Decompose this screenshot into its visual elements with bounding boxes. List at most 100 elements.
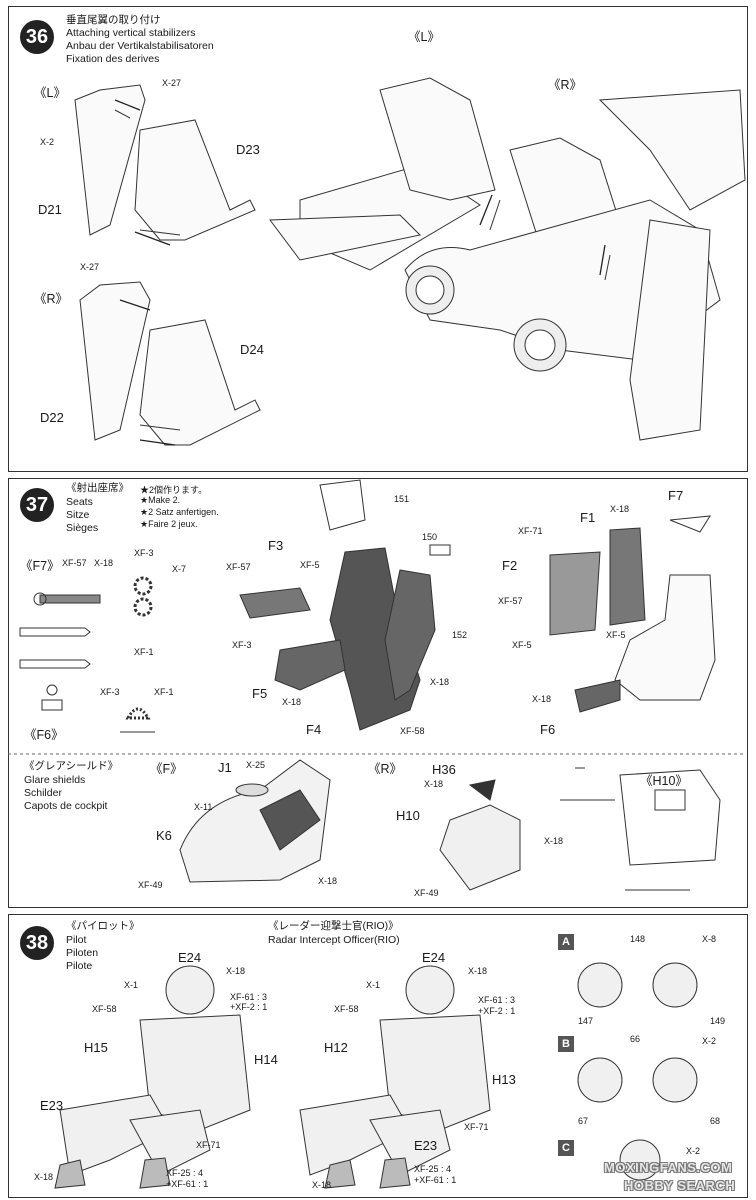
step-36-main-right-tag: 《R》 bbox=[548, 78, 583, 92]
step-38-rio-en: Radar Intercept Officer(RIO) bbox=[268, 934, 400, 946]
pilot-e23: E23 bbox=[40, 1098, 64, 1113]
color-xf3-b: XF-3 bbox=[100, 687, 120, 697]
glare-x18-b: X-18 bbox=[424, 779, 444, 789]
rio-xf71: XF-71 bbox=[464, 1122, 489, 1132]
part-h13: H13 bbox=[492, 1072, 516, 1087]
part-f4: F4 bbox=[306, 722, 322, 737]
helmet-variant-a-badge: A bbox=[558, 934, 574, 950]
part-j1: J1 bbox=[218, 760, 232, 775]
glare-f-tag: 《F》 bbox=[150, 762, 183, 776]
rio-xf58: XF-58 bbox=[334, 1004, 359, 1014]
decal-66: 66 bbox=[630, 1034, 641, 1044]
decal-147: 147 bbox=[578, 1016, 594, 1026]
part-k6: K6 bbox=[156, 828, 172, 843]
helmet-variant-b-badge: B bbox=[558, 1036, 574, 1052]
right-x18-a: X-18 bbox=[610, 504, 630, 514]
pilot-e24: E24 bbox=[178, 950, 202, 965]
decal-149: 149 bbox=[710, 1016, 726, 1026]
glare-x11: X-11 bbox=[194, 802, 213, 812]
glare-xf49-a: XF-49 bbox=[138, 880, 163, 890]
part-h14: H14 bbox=[254, 1052, 278, 1067]
step-36-title-en: Attaching vertical stabilizers bbox=[66, 27, 196, 39]
step-38-pilot-fr: Pilote bbox=[66, 960, 93, 972]
part-f1: F1 bbox=[580, 510, 596, 525]
part-f2: F2 bbox=[502, 558, 518, 573]
step-36-title-jp: 垂直尾翼の取り付け bbox=[66, 14, 161, 26]
glare-title-fr: Capots de cockpit bbox=[24, 800, 108, 812]
rio-e23: E23 bbox=[414, 1138, 438, 1153]
color-xf3-a: XF-3 bbox=[134, 548, 154, 558]
part-f7: F7 bbox=[668, 488, 684, 503]
rio-e24: E24 bbox=[422, 950, 446, 965]
step-37-note-en: ★Make 2. bbox=[140, 495, 181, 505]
step-36-illustration bbox=[74, 77, 746, 446]
pilot-xf58: XF-58 bbox=[92, 1004, 117, 1014]
decal-68: 68 bbox=[710, 1116, 721, 1126]
step-37-illustration bbox=[8, 479, 746, 891]
pilot-xf25: XF-25 : 4 bbox=[166, 1168, 204, 1178]
rio-xf2: +XF-2 : 1 bbox=[478, 1006, 516, 1016]
mid-x18-b: X-18 bbox=[430, 677, 450, 687]
right-xf5-b: XF-5 bbox=[606, 630, 626, 640]
right-x18-b: X-18 bbox=[532, 694, 552, 704]
step-37-note-jp: ★2個作ります。 bbox=[140, 485, 208, 495]
step-38-rio-jp: 《レーダー迎撃士官(RIO)》 bbox=[268, 920, 399, 932]
step-37-note-fr: ★Faire 2 jeux. bbox=[140, 519, 198, 529]
step-38-pilot-jp: 《パイロット》 bbox=[66, 920, 140, 932]
rio-xf61-b: +XF-61 : 1 bbox=[414, 1175, 457, 1185]
step-37-title-en: Seats bbox=[66, 496, 93, 508]
rio-xf61: XF-61 : 3 bbox=[478, 995, 516, 1005]
step-37-title-jp: 《射出座席》 bbox=[66, 482, 129, 494]
part-h12: H12 bbox=[324, 1040, 348, 1055]
watermark-hobby: HOBBY SEARCH bbox=[624, 1178, 736, 1193]
step-37-f7-tag: 《F7》 bbox=[20, 559, 60, 573]
part-x2: X-2 bbox=[40, 137, 55, 147]
rio-xf25: XF-25 : 4 bbox=[414, 1164, 452, 1174]
color-x7: X-7 bbox=[172, 564, 187, 574]
helmet-x2-b: X-2 bbox=[686, 1146, 701, 1156]
decal-67: 67 bbox=[578, 1116, 589, 1126]
mid-x18-a: X-18 bbox=[282, 697, 302, 707]
glare-x25: X-25 bbox=[246, 760, 266, 770]
glare-title-en: Glare shields bbox=[24, 774, 86, 786]
step-37-title-de: Sitze bbox=[66, 509, 90, 521]
decal-148: 148 bbox=[630, 934, 646, 944]
part-f3: F3 bbox=[268, 538, 284, 553]
step-37-f6-tag: 《F6》 bbox=[24, 728, 64, 742]
mid-xf5: XF-5 bbox=[300, 560, 320, 570]
part-d24: D24 bbox=[240, 342, 264, 357]
pilot-xf61-b: +XF-61 : 1 bbox=[166, 1179, 209, 1189]
right-xf71: XF-71 bbox=[518, 526, 543, 536]
color-xf57-a: XF-57 bbox=[62, 558, 87, 568]
step-36-right-tag: 《R》 bbox=[34, 292, 69, 306]
glare-h10-tag: 《H10》 bbox=[640, 774, 688, 788]
pilot-x18-b: X-18 bbox=[34, 1172, 54, 1182]
step-37-badge: 37 bbox=[20, 488, 54, 522]
helmet-x8: X-8 bbox=[702, 934, 717, 944]
color-xf1-b: XF-1 bbox=[154, 687, 174, 697]
part-d21: D21 bbox=[38, 202, 62, 217]
part-f5: F5 bbox=[252, 686, 268, 701]
part-h10: H10 bbox=[396, 808, 420, 823]
pilot-xf71: XF-71 bbox=[196, 1140, 221, 1150]
decal-151: 151 bbox=[394, 494, 410, 504]
pilot-xf61: XF-61 : 3 bbox=[230, 992, 268, 1002]
step-36-title-fr: Fixation des derives bbox=[66, 53, 160, 65]
glare-xf49-b: XF-49 bbox=[414, 888, 439, 898]
decal-150: 150 bbox=[422, 532, 438, 542]
watermark-site: MOXINGFANS.COM bbox=[604, 1160, 733, 1175]
pilot-x18-a: X-18 bbox=[226, 966, 246, 976]
part-d22: D22 bbox=[40, 410, 64, 425]
step-36-title-de: Anbau der Vertikalstabilisatoren bbox=[66, 40, 214, 52]
glare-title-de: Schilder bbox=[24, 787, 62, 799]
rio-x18-a: X-18 bbox=[468, 966, 488, 976]
helmet-variant-c-badge: C bbox=[558, 1140, 574, 1156]
glare-x18-a: X-18 bbox=[318, 876, 338, 886]
rio-x18-b: X-18 bbox=[312, 1180, 332, 1190]
step-36-left-tag: 《L》 bbox=[34, 86, 66, 100]
step-38-pilot-de: Piloten bbox=[66, 947, 99, 959]
rio-x1: X-1 bbox=[366, 980, 381, 990]
part-x27-a: X-27 bbox=[162, 78, 182, 88]
part-h15: H15 bbox=[84, 1040, 108, 1055]
